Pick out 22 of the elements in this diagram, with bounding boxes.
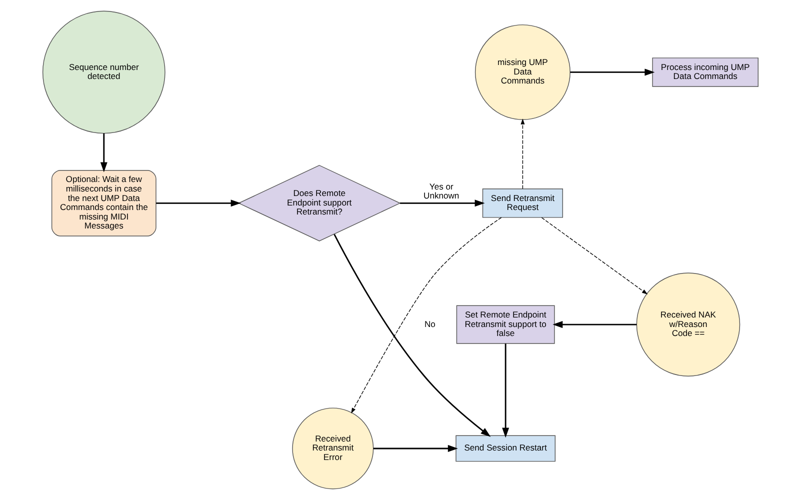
node-circle: Received NAK w/Reason Code == (636, 272, 740, 376)
node-box: Optional: Wait a few milliseconds in case the next UMP Data Commands contain the missing MIDI Messages (50, 170, 156, 236)
arrow (570, 68, 654, 76)
edge-label: No (424, 318, 435, 329)
arrow (540, 217, 648, 294)
arrow (100, 133, 107, 172)
node-box: Set Remote Endpoint Retransmit support to false (456, 305, 554, 344)
node-box: Process incoming UMP Data Commands (652, 58, 758, 87)
arrow (333, 234, 490, 437)
arrow (156, 200, 240, 207)
arrow (400, 200, 484, 207)
arrow (502, 344, 509, 438)
arrow (372, 444, 458, 452)
node-box: Send Retransmit Request (482, 188, 563, 218)
arrow (552, 321, 636, 328)
edge-label: Yes or Unknown (423, 181, 459, 201)
arrow (350, 217, 502, 414)
node-circle: missing UMP Data Commands (474, 24, 570, 120)
arrow (520, 118, 524, 190)
node-circle: Sequence number detected (42, 10, 165, 134)
node-box: Send Session Restart (455, 435, 556, 462)
node-diamond: Does Remote Endpoint support Retransmit? (237, 164, 400, 242)
